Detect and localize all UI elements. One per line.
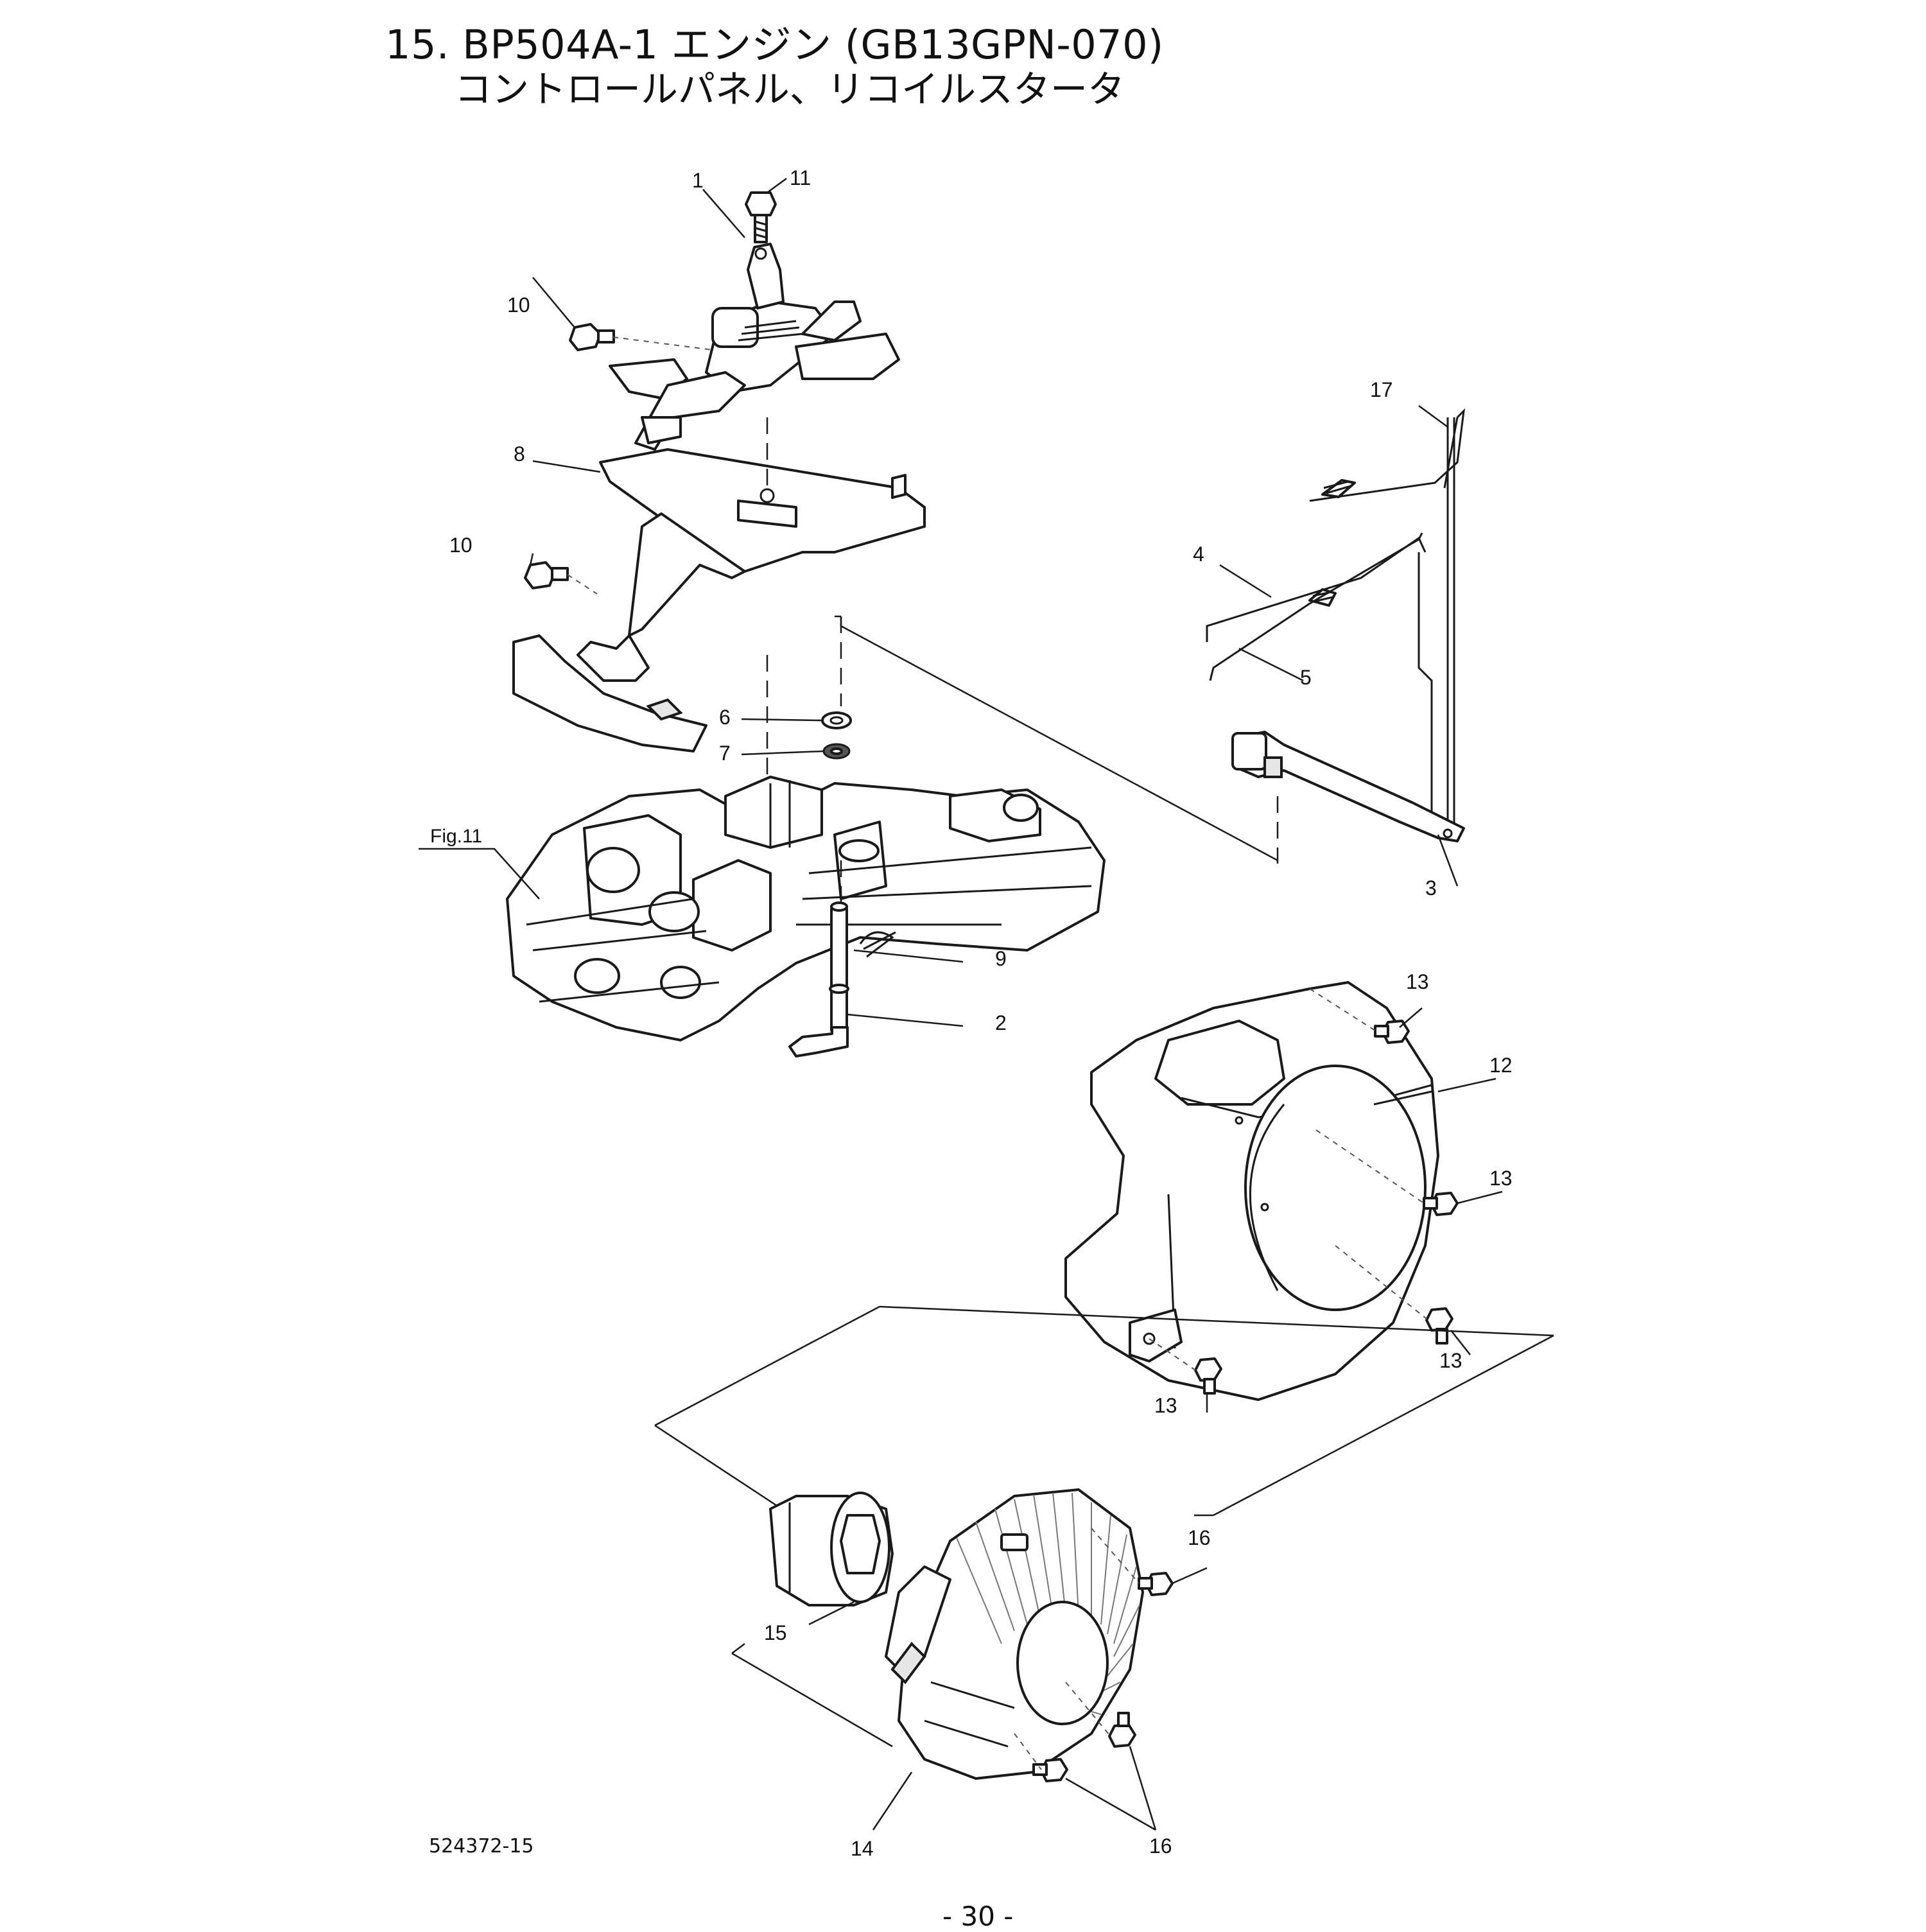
link-rod-4 <box>1206 536 1427 642</box>
callout-9: 9 <box>995 947 1007 970</box>
callout-11: 11 <box>790 166 811 189</box>
callout-16-bottom: 16 <box>1149 1834 1172 1858</box>
callout-17: 17 <box>1370 378 1393 401</box>
callout-13-lower-right: 13 <box>1439 1349 1462 1372</box>
callout-10-lower: 10 <box>449 534 473 557</box>
link-rod-17 <box>1309 408 1466 502</box>
bolt-16-top <box>1138 1572 1174 1596</box>
bolt-16-bottom <box>1032 1758 1068 1782</box>
callout-2: 2 <box>995 1011 1007 1034</box>
bolt-16-right <box>1108 1712 1136 1748</box>
callout-16-top: 16 <box>1188 1526 1211 1549</box>
bolt-11 <box>745 191 777 243</box>
callout-6: 6 <box>719 706 731 729</box>
recoil-starter-14 <box>885 1488 1144 1780</box>
fan-housing-12 <box>1064 981 1439 1401</box>
starter-pulley-15 <box>769 1492 894 1606</box>
callout-4: 4 <box>1193 543 1204 566</box>
vertical-rod <box>1418 417 1455 835</box>
pin-9 <box>859 931 896 958</box>
callout-12: 12 <box>1489 1054 1513 1077</box>
callout-1: 1 <box>692 169 704 192</box>
callout-15: 15 <box>764 1621 787 1644</box>
bolt-13-top <box>1374 1020 1410 1044</box>
governor-shaft-2 <box>788 901 849 1057</box>
callout-5: 5 <box>1300 666 1312 689</box>
callout-3: 3 <box>1425 876 1437 900</box>
link-rod-5 <box>1209 532 1423 681</box>
callout-14: 14 <box>851 1837 874 1860</box>
washer-7 <box>822 743 851 760</box>
callout-7: 7 <box>719 742 731 765</box>
bolt-10-lower <box>524 561 569 589</box>
bolt-10-upper <box>569 323 615 351</box>
title-block: 15. BP504A-1 エンジン (GB13GPN-070) コントロールパネ… <box>385 21 1164 111</box>
washer-6 <box>821 711 852 729</box>
page-number: - 30 - <box>942 1901 1014 1932</box>
page-title: 15. BP504A-1 エンジン (GB13GPN-070) <box>385 21 1164 68</box>
panel-cover-8 <box>512 448 926 753</box>
bolt-13-lower-right <box>1425 1307 1453 1345</box>
callout-8: 8 <box>514 442 525 466</box>
bolt-13-right <box>1423 1192 1459 1216</box>
callout-13-bottom: 13 <box>1154 1394 1177 1417</box>
document-code: 524372-15 <box>429 1835 534 1858</box>
callout-13-right: 13 <box>1489 1167 1513 1190</box>
page-subtitle: コントロールパネル、リコイルスタータ <box>455 67 1125 111</box>
callout-13-top: 13 <box>1406 970 1429 993</box>
control-panel-assembly <box>609 243 900 451</box>
figure-reference: Fig.11 <box>430 826 482 847</box>
engine-block-reference <box>506 776 1106 1041</box>
callout-10-upper: 10 <box>507 293 530 317</box>
throttle-lever-3 <box>1231 731 1465 842</box>
